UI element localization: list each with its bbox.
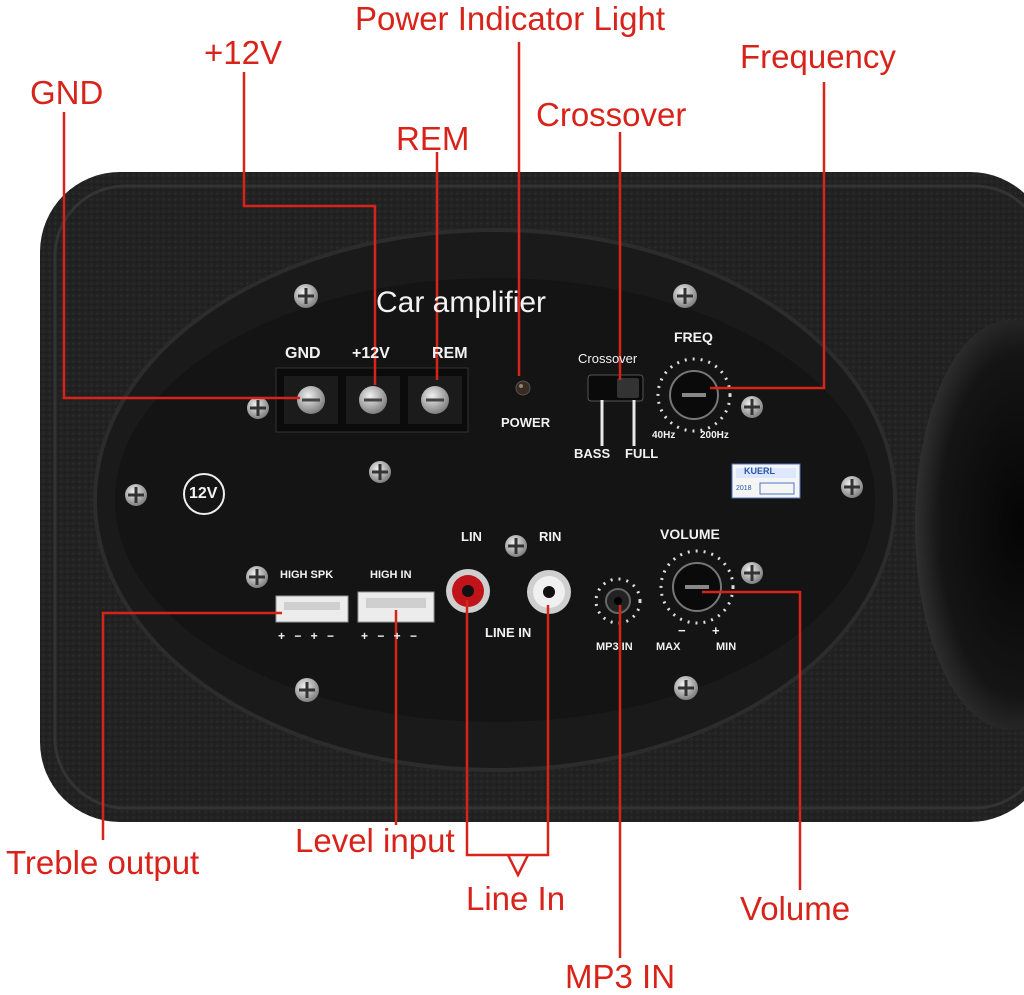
- panel-label-plus: +: [712, 623, 720, 638]
- screw-icon: [295, 678, 319, 702]
- panel-label-high-spk: HIGH SPK: [280, 569, 334, 581]
- screw-icon: [125, 484, 147, 506]
- callout-rem: REM: [396, 120, 470, 157]
- callout-power-indicator: Power Indicator Light: [355, 0, 666, 37]
- bass-port-tube: [915, 320, 1024, 730]
- callout-gnd: GND: [30, 74, 104, 111]
- panel-label-min: MIN: [716, 641, 737, 653]
- mp3-jack-icon: [594, 577, 642, 625]
- panel-label-12v: +12V: [352, 345, 390, 362]
- panel-label-lin: LIN: [461, 529, 482, 544]
- screw-icon: [741, 562, 763, 584]
- screw-icon: [841, 476, 863, 498]
- panel-label-200hz: 200Hz: [700, 430, 729, 441]
- panel-label-spk-polarity: + − + −: [278, 629, 335, 643]
- panel-label-rin: RIN: [539, 529, 562, 544]
- callout-line-in: Line In: [466, 880, 566, 917]
- panel-label-max: MAX: [656, 641, 681, 653]
- panel-label-high-in: HIGH IN: [370, 569, 412, 581]
- screw-icon: [294, 284, 318, 308]
- callout-level-input: Level input: [295, 822, 455, 859]
- panel-label-gnd: GND: [285, 345, 321, 362]
- screw-icon: [246, 566, 268, 588]
- panel-label-line-in: LINE IN: [485, 625, 532, 640]
- sticker-brand: KUERL: [744, 466, 775, 476]
- callout-volume: Volume: [740, 890, 851, 927]
- panel-label-crossover: Crossover: [578, 351, 638, 366]
- panel-label-mp3-in: MP3 IN: [596, 641, 633, 653]
- high-level-connectors: [275, 591, 435, 623]
- badge-12v: 12V: [189, 485, 218, 502]
- panel-label-full: FULL: [625, 446, 659, 461]
- panel-title: Car amplifier: [376, 286, 547, 319]
- screw-icon: [673, 284, 697, 308]
- screw-icon: [674, 676, 698, 700]
- panel-screws: [125, 284, 863, 702]
- crossover-switch: [587, 374, 644, 446]
- rca-jacks: [446, 569, 571, 614]
- panel-label-in-polarity: + − + −: [361, 629, 418, 643]
- screw-icon: [247, 397, 269, 419]
- sticker-code: 2018: [736, 485, 752, 492]
- voltage-badge: [183, 473, 225, 515]
- callout-12v: +12V: [204, 34, 282, 71]
- panel-label-bass: BASS: [574, 446, 611, 461]
- power-led-icon: [515, 380, 531, 396]
- panel-label-40hz: 40Hz: [652, 430, 676, 441]
- screw-icon: [369, 461, 391, 483]
- panel-label-minus: −: [678, 623, 686, 638]
- volume-knob-icon: [659, 549, 735, 625]
- brand-sticker: [731, 463, 801, 499]
- panel-label-freq: FREQ: [674, 329, 713, 345]
- screw-icon: [505, 535, 527, 557]
- panel-label-power: POWER: [501, 415, 551, 430]
- power-terminal-block: [275, 367, 469, 433]
- callout-frequency: Frequency: [740, 38, 896, 75]
- screw-icon: [741, 396, 763, 418]
- callout-treble-output: Treble output: [6, 844, 200, 881]
- control-panel: [115, 278, 875, 722]
- callout-leader-lines: [62, 42, 826, 958]
- panel-label-volume: VOLUME: [660, 526, 720, 542]
- callout-crossover: Crossover: [536, 96, 687, 133]
- callout-mp3-in: MP3 IN: [565, 958, 676, 995]
- frequency-knob-icon: [656, 357, 732, 433]
- panel-label-rem: REM: [432, 345, 468, 362]
